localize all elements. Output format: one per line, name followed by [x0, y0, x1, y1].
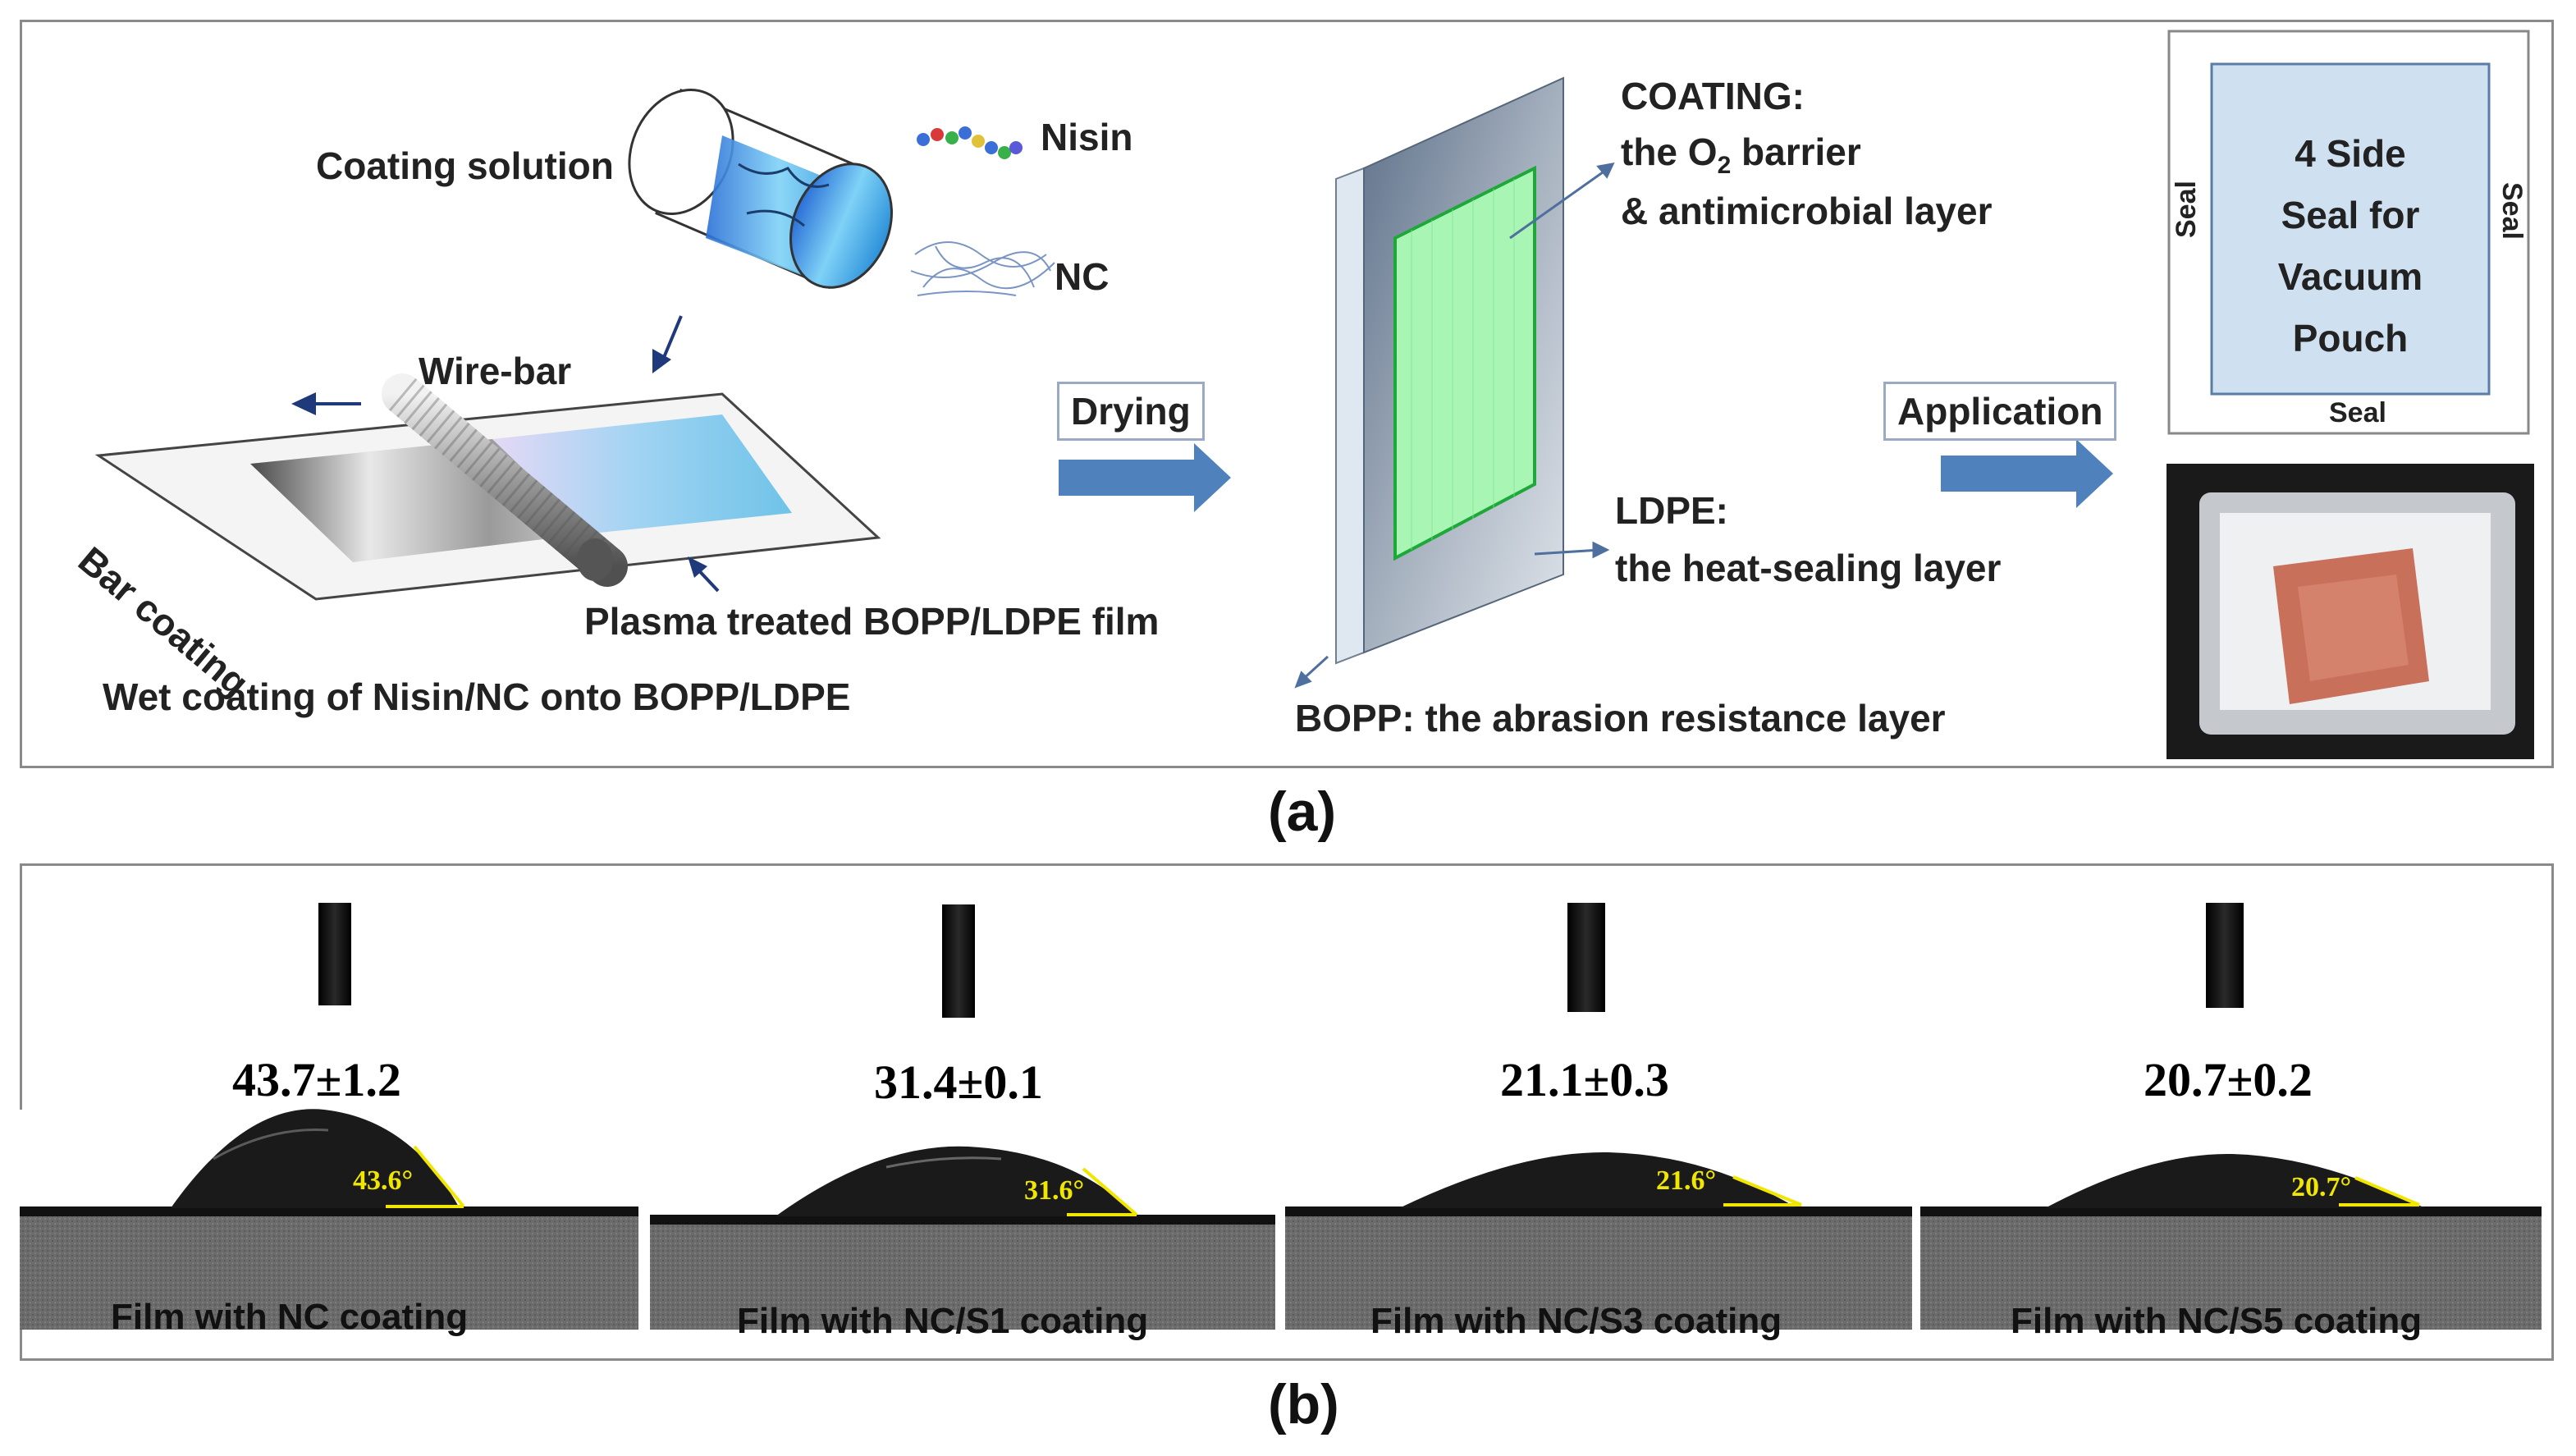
nc-fiber-icon — [910, 241, 1055, 296]
pouch-text: 4 Side Seal for Vacuum Pouch — [2212, 123, 2489, 369]
bopp-pointer-line — [1294, 655, 1329, 689]
wire-bar-icon — [382, 373, 628, 587]
nisin-label: Nisin — [1041, 116, 1133, 158]
contact-angle-value-3: 21.1±0.3 — [1500, 1053, 1669, 1106]
ldpe-title-label: LDPE: — [1615, 489, 1728, 532]
pouch-line-4: Pouch — [2292, 317, 2409, 359]
bopp-ldpe-film-sheet — [94, 392, 881, 601]
drying-label: Drying — [1057, 382, 1205, 441]
film-pointer-arrow-icon — [688, 556, 720, 593]
coating-pointer-line — [1509, 163, 1615, 240]
seal-right-label: Seal — [2496, 182, 2528, 240]
caption-b: (b) — [1268, 1373, 1339, 1435]
wet-coating-label: Wet coating of Nisin/NC onto BOPP/LDPE — [103, 675, 851, 718]
contact-angle-value-2: 31.4±0.1 — [874, 1055, 1043, 1109]
contact-angle-value-4: 20.7±0.2 — [2144, 1053, 2313, 1106]
panel-a-frame — [20, 20, 2554, 768]
film-caption-3: Film with NC/S3 coating — [1370, 1301, 1782, 1341]
film-caption-1: Film with NC coating — [111, 1297, 469, 1337]
droplet-frame-3 — [1285, 903, 1912, 1330]
antimicrobial-layer-label: & antimicrobial layer — [1621, 190, 1993, 232]
contact-angle-value-1: 43.7±1.2 — [232, 1053, 401, 1106]
pour-arrow-icon — [652, 315, 683, 373]
droplet-frame-2 — [650, 904, 1275, 1330]
layered-film-panel — [1335, 76, 1564, 665]
coating-solution-label: Coating solution — [316, 144, 614, 187]
bopp-layer-label: BOPP: the abrasion resistance layer — [1295, 697, 1946, 739]
coating-direction-arrow-icon — [291, 392, 361, 415]
film-caption-2: Film with NC/S1 coating — [737, 1301, 1149, 1341]
coating-drum-icon — [628, 88, 893, 290]
drying-arrow-icon — [1059, 443, 1231, 512]
plasma-film-label: Plasma treated BOPP/LDPE film — [584, 600, 1160, 643]
ldpe-pointer-line — [1534, 541, 1610, 559]
seal-left-label: Seal — [2171, 181, 2202, 238]
application-arrow-icon — [1941, 439, 2113, 508]
angle-marker-4: 20.7° — [2291, 1172, 2352, 1202]
pouch-photo — [2166, 464, 2534, 759]
pouch-line-2: Seal for — [2281, 194, 2420, 236]
angle-marker-1: 43.6° — [353, 1165, 414, 1196]
film-caption-4: Film with NC/S5 coating — [2011, 1301, 2423, 1341]
wire-bar-label: Wire-bar — [419, 350, 572, 392]
heat-sealing-layer-label: the heat-sealing layer — [1615, 547, 2002, 589]
nc-label: NC — [1055, 255, 1110, 298]
panel-a-graphics — [94, 30, 2534, 759]
panel-b-graphics — [20, 903, 2542, 1330]
angle-marker-3: 21.6° — [1656, 1165, 1717, 1196]
coating-title-label: COATING: — [1621, 75, 1805, 117]
droplet-frame-4 — [1920, 903, 2542, 1330]
seal-bottom-label: Seal — [2329, 397, 2386, 428]
application-label: Application — [1883, 382, 2117, 441]
pouch-line-3: Vacuum — [2277, 255, 2423, 298]
nisin-molecule-icon — [917, 126, 1023, 159]
pouch-diagram — [2167, 30, 2530, 435]
droplet-frame-1 — [20, 903, 638, 1330]
o2-barrier-label: the O2 barrier — [1621, 130, 1861, 180]
pouch-line-1: 4 Side — [2295, 132, 2406, 175]
caption-a: (a) — [1268, 781, 1337, 843]
angle-marker-2: 31.6° — [1024, 1175, 1085, 1206]
